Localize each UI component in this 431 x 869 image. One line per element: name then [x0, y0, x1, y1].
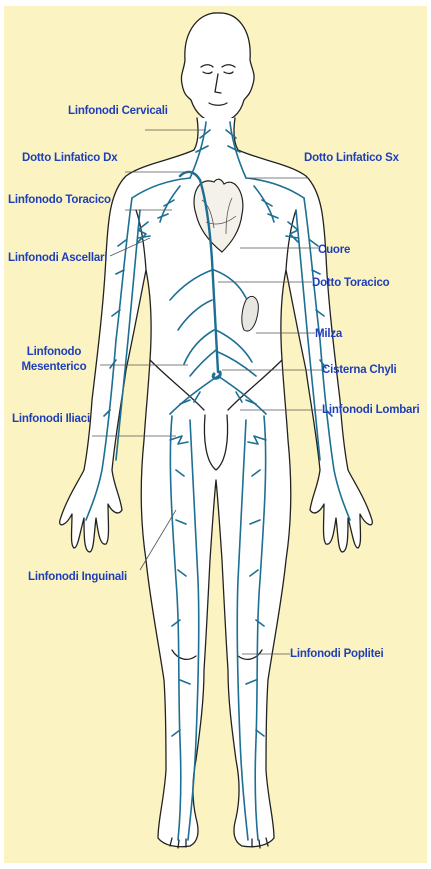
label-linfonodi-lombari: Linfonodi Lombari [322, 403, 420, 418]
label-dotto-toracico: Dotto Toracico [312, 276, 390, 291]
label-linfonodo-mesenterico-line2: Mesenterico [8, 360, 100, 375]
label-cuore: Cuore [318, 243, 350, 258]
label-linfonodo-toracico: Linfonodo Toracico [8, 193, 111, 208]
label-linfonodi-poplitei: Linfonodi Poplitei [290, 647, 384, 662]
label-linfonodo-mesenterico: Linfonodo Mesenterico [8, 345, 100, 375]
label-linfonodi-iliaci: Linfonodi Iliaci [12, 412, 90, 427]
label-milza: Milza [315, 327, 342, 342]
label-cisterna-chyli: Cisterna Chyli [322, 363, 397, 378]
label-dotto-linfatico-sx: Dotto Linfatico Sx [304, 151, 399, 166]
label-linfonodi-ascellari: Linfonodi Ascellari [8, 251, 107, 266]
label-linfonodo-mesenterico-line1: Linfonodo [8, 345, 100, 360]
label-dotto-linfatico-dx: Dotto Linfatico Dx [22, 151, 117, 166]
label-linfonodi-cervicali: Linfonodi Cervicali [68, 104, 168, 119]
label-linfonodi-inguinali: Linfonodi Inguinali [28, 570, 127, 585]
